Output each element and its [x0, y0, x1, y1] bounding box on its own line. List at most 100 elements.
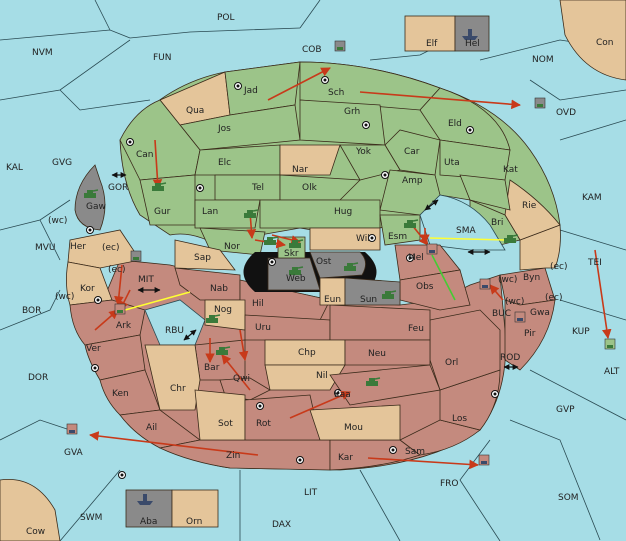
label-qua: Qua	[186, 106, 204, 116]
ship-icon	[462, 29, 478, 40]
province-her[interactable]	[67, 229, 141, 269]
supply-center-icon	[86, 226, 94, 234]
label-orn: Orn	[186, 517, 202, 527]
province-ark[interactable]	[69, 299, 146, 346]
province-grh[interactable]	[299, 99, 386, 146]
province-feu[interactable]	[329, 304, 431, 341]
label-bor: BOR	[22, 306, 41, 316]
tank-icon	[366, 377, 381, 386]
label-wil: Wil	[356, 234, 370, 244]
coast-labels: (wc) (ec) (ec) (wc) (wc) (ec) (wc) (ec)	[48, 216, 568, 307]
ship-icon	[479, 278, 491, 290]
label-som: SOM	[558, 493, 579, 503]
tank-icon	[206, 314, 221, 323]
label-nor: Nor	[224, 242, 240, 252]
label-con: Con	[596, 38, 614, 48]
ship-icon	[478, 454, 490, 466]
province-elc[interactable]	[194, 144, 281, 176]
label-nar: Nar	[292, 165, 308, 175]
province-elf[interactable]	[404, 15, 456, 52]
label-gaw: Gaw	[86, 202, 106, 212]
label-esm: Esm	[388, 232, 407, 242]
supply-center-icon	[234, 82, 242, 90]
label-eun: Eun	[324, 295, 341, 305]
province-sap[interactable]	[174, 239, 236, 271]
label-rot: Rot	[256, 419, 271, 429]
label-nab: Nab	[210, 284, 228, 294]
province-nil[interactable]	[264, 364, 346, 391]
label-web: Web	[286, 274, 306, 284]
province-cow[interactable]	[0, 478, 61, 541]
supply-center-icon	[362, 121, 370, 129]
label-lan: Lan	[202, 207, 218, 217]
label-kat: Kat	[503, 165, 518, 175]
ship-icon	[130, 250, 142, 262]
supply-center-icon	[466, 126, 474, 134]
province-kat[interactable]	[459, 174, 511, 211]
label-gor: GOR	[108, 183, 128, 193]
province-neu[interactable]	[344, 339, 431, 366]
label-amp: Amp	[402, 176, 423, 186]
label-sap: Sap	[194, 253, 211, 263]
province-mou[interactable]	[309, 404, 401, 441]
supply-center-icon	[196, 184, 204, 192]
province-lan[interactable]	[194, 199, 261, 229]
province-orn[interactable]	[171, 489, 219, 528]
label-kar: Kar	[338, 453, 353, 463]
label-sot: Sot	[218, 419, 233, 429]
label-tei: TEI	[587, 258, 602, 268]
label-kup: KUP	[572, 327, 590, 337]
label-elf: Elf	[426, 39, 438, 49]
supply-center-icon	[389, 446, 397, 454]
label-yok: Yok	[355, 147, 372, 157]
ship-icon	[334, 40, 346, 52]
label-hil: Hil	[252, 299, 264, 309]
label-pol: POL	[217, 13, 235, 23]
province-nar[interactable]	[279, 144, 341, 176]
province-tel[interactable]	[214, 174, 281, 201]
land-labels: Elf Hel Jad Sch Qua Jos Grh Eld Can Yok …	[70, 39, 550, 527]
label-sun: Sun	[360, 295, 377, 305]
province-rie[interactable]	[504, 179, 561, 241]
province-wil[interactable]	[309, 227, 381, 251]
tank-icon	[344, 262, 359, 271]
label-feu: Feu	[408, 324, 424, 334]
label-kam: KAM	[582, 193, 602, 203]
label-kor-wc: (wc)	[55, 292, 74, 302]
label-kaa: Kaa	[334, 390, 351, 400]
label-dor: DOR	[28, 373, 48, 383]
label-her-ec: (ec)	[102, 243, 120, 253]
ship-icon	[114, 303, 126, 315]
tank-icon	[264, 236, 279, 245]
ship-icon	[426, 243, 438, 255]
label-sam: Sam	[405, 447, 425, 457]
label-sma: SMA	[456, 226, 476, 236]
ship-icon	[66, 423, 78, 435]
label-gvp: GVP	[556, 405, 575, 415]
tank-icon	[289, 266, 304, 275]
label-bar: Bar	[204, 363, 220, 373]
label-zin: Zin	[226, 451, 240, 461]
supply-center-icon	[91, 364, 99, 372]
label-rod: ROD	[500, 353, 520, 363]
supply-center-icon	[381, 171, 389, 179]
label-mel: Mel	[408, 253, 424, 263]
supply-center-icon	[321, 76, 329, 84]
supply-center-icon	[491, 390, 499, 398]
label-bri: Bri	[491, 218, 503, 228]
tank-icon	[404, 219, 419, 228]
province-ost[interactable]	[309, 251, 366, 279]
label-chr: Chr	[170, 384, 186, 394]
label-obs: Obs	[416, 282, 434, 292]
label-jad: Jad	[243, 86, 258, 96]
province-gur[interactable]	[139, 174, 196, 226]
province-hug[interactable]	[259, 199, 381, 229]
province-rot[interactable]	[244, 394, 321, 441]
province-sot[interactable]	[194, 389, 246, 441]
label-gur: Gur	[154, 207, 171, 217]
label-ver: Ver	[86, 344, 101, 354]
tank-icon	[289, 239, 304, 248]
label-pir: Pir	[524, 329, 536, 339]
label-car: Car	[404, 147, 420, 157]
